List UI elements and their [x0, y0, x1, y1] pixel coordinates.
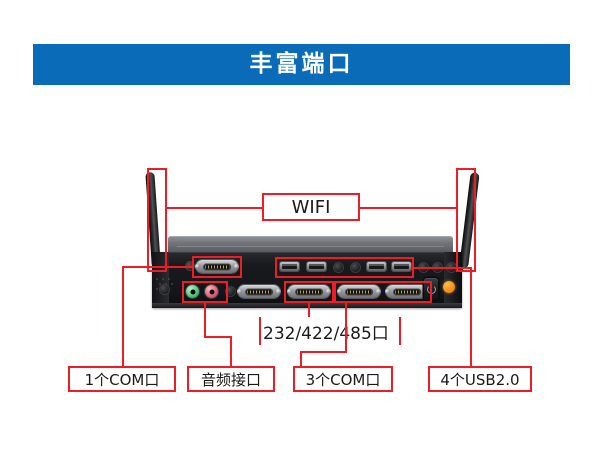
callout-box-com-triple — [334, 281, 432, 303]
chassis-bottom-lip — [152, 303, 462, 308]
db9-pins — [297, 290, 321, 293]
callout-label-audio: 音频接口 — [187, 366, 275, 392]
callout-label-wifi: WIFI — [262, 193, 360, 221]
serial-port-com2 — [237, 285, 281, 298]
usb-port-3 — [367, 262, 386, 271]
callout-line-com-triple-h — [300, 351, 347, 353]
usb-port-4 — [392, 262, 411, 271]
callout-line-audio-v2 — [230, 336, 232, 366]
callout-bracket-serial-right — [399, 317, 401, 345]
db9-screw-right — [276, 289, 281, 294]
serial-port-com3 — [337, 285, 381, 298]
callout-label-usb: 4个USB2.0 — [428, 366, 532, 392]
callout-box-com1 — [192, 256, 242, 278]
audio-mic-in-jack — [205, 285, 218, 298]
callout-bracket-serial-left — [259, 317, 261, 345]
callout-label-com1: 1个COM口 — [68, 366, 176, 392]
reset-pinhole — [160, 285, 169, 294]
callout-line-usb-v — [470, 267, 472, 366]
callout-box-antenna-right — [456, 168, 476, 272]
db9-screw-left — [195, 264, 200, 269]
usb-port-1 — [280, 262, 299, 271]
callout-box-antenna-left — [147, 168, 167, 272]
callout-box-serial-mode — [284, 281, 334, 303]
chassis-top-panel — [168, 236, 453, 254]
callout-box-usb — [275, 257, 414, 278]
callout-line-usb-h — [414, 267, 472, 269]
page-title: 丰富端口 — [249, 51, 354, 77]
db9-screw-left — [237, 289, 242, 294]
db9-screw-right — [376, 289, 381, 294]
callout-line-wifi-left — [167, 207, 262, 209]
db9-pins — [205, 265, 229, 268]
usb-port-2 — [307, 262, 326, 271]
db9-screw-right — [234, 264, 239, 269]
audio-aux-pinhole — [226, 287, 235, 296]
header-banner: 丰富端口 — [33, 44, 570, 85]
callout-label-serial-mode: 232/422/485口 — [263, 323, 389, 344]
db9-screw-left — [385, 289, 390, 294]
callout-line-serial-mode — [308, 303, 310, 317]
callout-line-com1-h — [122, 266, 194, 268]
callout-box-audio — [182, 281, 228, 303]
audio-line-out-jack — [186, 285, 199, 298]
db9-screw-right — [326, 289, 331, 294]
db9-pins — [347, 290, 371, 293]
serial-port-232-422-485 — [287, 285, 331, 298]
callout-line-audio-v1 — [204, 303, 206, 336]
callout-line-com-triple-v1 — [345, 303, 347, 351]
antenna-connector-mid-right — [351, 263, 360, 272]
db9-pins — [395, 290, 419, 293]
serial-port-com1 — [195, 260, 239, 273]
db9-screw-left — [287, 289, 292, 294]
callout-label-com-triple: 3个COM口 — [293, 366, 393, 392]
callout-line-wifi-right — [360, 207, 456, 209]
callout-line-audio-h — [204, 336, 232, 338]
callout-line-com1-v — [122, 266, 124, 366]
callout-line-com-triple-v2 — [300, 351, 302, 366]
db9-pins — [247, 290, 271, 293]
db9-screw-left — [337, 289, 342, 294]
antenna-connector-mid-left — [334, 263, 343, 272]
power-led-indicator — [443, 281, 455, 293]
